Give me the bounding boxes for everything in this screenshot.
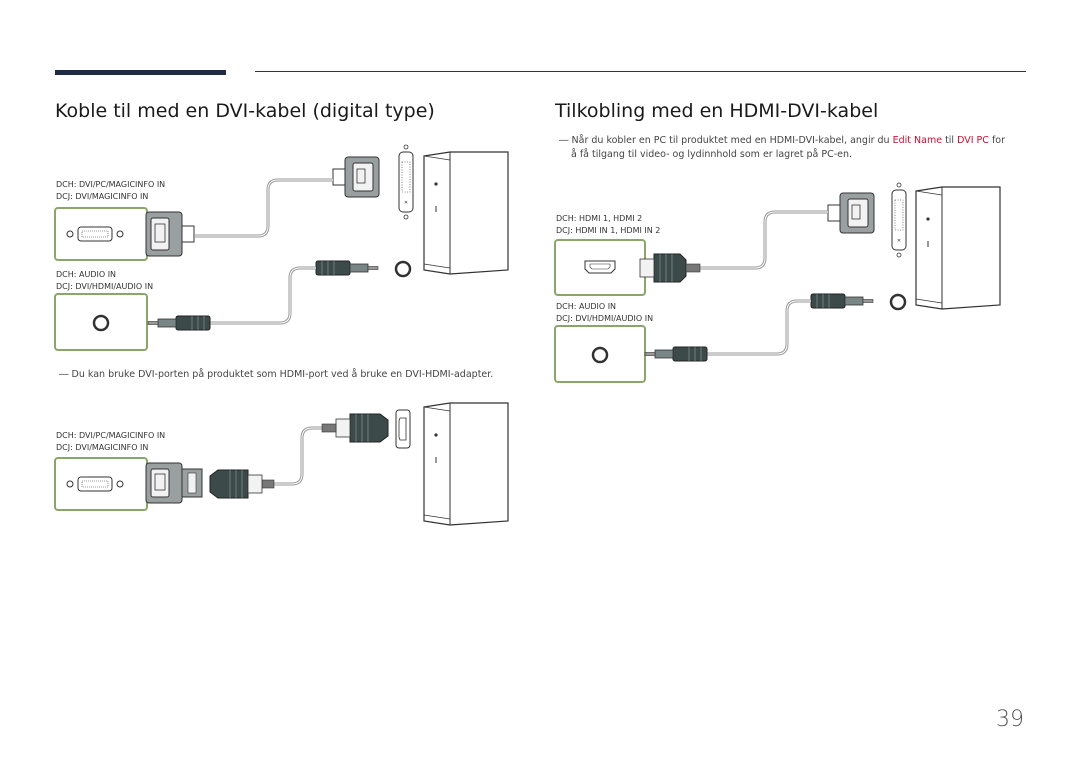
pc-tower-icon	[423, 402, 509, 526]
audio-plug-product-icon	[147, 315, 211, 331]
left-section-title: Koble til med en DVI-kabel (digital type…	[55, 100, 435, 122]
dvi-plug-pc-icon	[827, 192, 875, 234]
header-accent-bar	[55, 70, 226, 75]
product-audio-jack-icon	[92, 314, 110, 332]
note-text-3: for	[988, 135, 1006, 146]
note-text-4: å få tilgang til video- og lydinnhold so…	[571, 149, 853, 160]
note-dash: ―	[559, 135, 569, 146]
product-hdmi-port-icon	[584, 260, 616, 274]
diagram3-video-label-1: DCH: HDMI 1, HDMI 2	[556, 214, 643, 223]
diagram3-audio-label-2: DCJ: DVI/HDMI/AUDIO IN	[556, 314, 654, 323]
left-note: ― Du kan bruke DVI-porten på produktet s…	[59, 368, 529, 382]
diagram1-audio-label-2: DCJ: DVI/HDMI/AUDIO IN	[56, 282, 154, 291]
right-note: ― Når du kobler en PC til produktet med …	[559, 134, 1029, 162]
pc-dvi-port-icon	[891, 182, 907, 258]
dvi-plug-product-icon	[145, 211, 195, 257]
page-number: 39	[996, 707, 1024, 732]
dvi-hdmi-adapter-icon	[145, 462, 203, 504]
audio-plug-product-icon	[644, 346, 708, 362]
note-text-2: til	[942, 135, 958, 146]
diagram2-video-label-2: DCJ: DVI/MAGICINFO IN	[56, 443, 149, 452]
diagram3-audio-label-1: DCH: AUDIO IN	[556, 302, 617, 311]
diagram1-video-label-2: DCJ: DVI/MAGICINFO IN	[56, 192, 149, 201]
hdmi-plug-product-icon	[209, 469, 263, 499]
diagram1-video-label-1: DCH: DVI/PC/MAGICINFO IN	[56, 180, 166, 189]
pc-audio-jack-icon	[889, 293, 907, 311]
diagram1	[54, 144, 509, 351]
pc-dvi-port-icon	[398, 144, 414, 220]
header-rule	[255, 71, 1026, 72]
diagram3	[554, 182, 1001, 383]
diagram2	[54, 402, 509, 526]
diagram3-video-label-2: DCJ: HDMI IN 1, HDMI IN 2	[556, 226, 661, 235]
note-highlight-edit-name: Edit Name	[892, 135, 943, 146]
pc-audio-jack-icon	[394, 260, 412, 278]
note-dash: ―	[59, 369, 69, 380]
pc-hdmi-port-icon	[395, 409, 411, 449]
product-audio-jack-icon	[591, 346, 609, 364]
diagram2-video-label-1: DCH: DVI/PC/MAGICINFO IN	[56, 431, 166, 440]
hdmi-plug-pc-icon	[335, 413, 389, 443]
hdmi-plug-product-icon	[639, 253, 701, 283]
pc-tower-icon	[915, 186, 1001, 310]
note-highlight-dvi-pc: DVI PC	[957, 135, 989, 146]
pc-tower-icon	[423, 151, 509, 275]
audio-plug-pc-icon	[810, 293, 874, 309]
note-text-1: Når du kobler en PC til produktet med en…	[571, 135, 893, 146]
right-section-title: Tilkobling med en HDMI-DVI-kabel	[555, 100, 879, 122]
note-text: Du kan bruke DVI-porten på produktet som…	[71, 369, 494, 380]
diagram1-audio-label-1: DCH: AUDIO IN	[56, 270, 117, 279]
dvi-plug-pc-icon	[332, 156, 380, 198]
audio-plug-pc-icon	[315, 260, 379, 276]
